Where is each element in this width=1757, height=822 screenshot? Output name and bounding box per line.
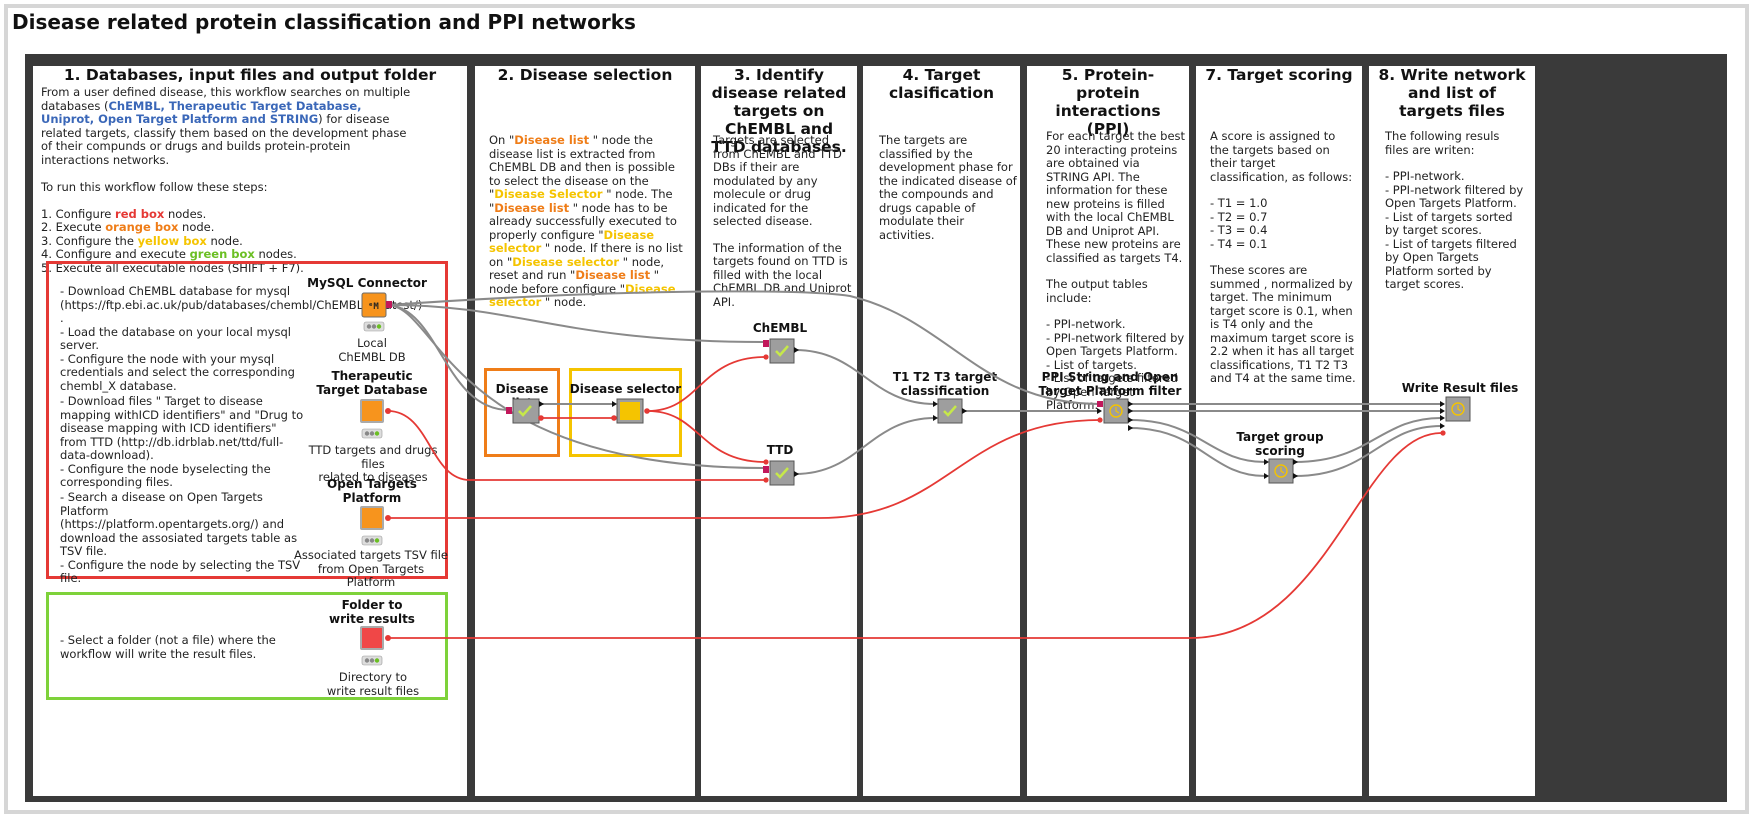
column-4-text: The targets are classified by the develo…: [879, 133, 1017, 242]
intro-text-2: ) for disease related targets, classify …: [41, 112, 407, 167]
column-7-p1: A score is assigned to the targets based…: [1210, 129, 1353, 184]
step-5: 5. Execute all executable nodes (SHIFT +…: [41, 260, 304, 275]
step-1: 1. Configure red box nodes.: [41, 206, 207, 221]
column-4-p1: The targets are classified by the develo…: [879, 133, 1017, 242]
column-3: 3. Identify disease related targets on C…: [701, 66, 857, 796]
column-8-heading: 8. Write network and list of targets fil…: [1378, 66, 1526, 120]
column-7-p3: These scores are summed , normalized by …: [1210, 263, 1356, 385]
step-2: 2. Execute orange box node.: [41, 220, 215, 234]
column-4: 4. Target clasification The targets are …: [863, 66, 1020, 796]
steps-intro: To run this workflow follow these steps:: [41, 180, 268, 194]
column-5: 5. Protein-protein interactions (PPI) Fo…: [1027, 66, 1189, 796]
ttd-node-label: TTD: [766, 443, 794, 457]
column-8-p1: The following resuls files are writen:: [1385, 129, 1500, 157]
column-3-p1: Targets are selected from ChEMBL and TTD…: [713, 133, 842, 228]
folder-desc: Directory to write result files: [326, 670, 420, 698]
column-2-text: On "Disease list " node the disease list…: [489, 133, 683, 309]
red-box-text-otp: - Search a disease on Open Targets Platf…: [60, 490, 301, 585]
disease-list-label: Disease list: [495, 382, 549, 410]
green-box-text: - Select a folder (not a file) where the…: [60, 633, 276, 661]
otp-reader-desc: Associated targets TSV file from Open Ta…: [294, 548, 448, 589]
step-3: 3. Configure the yellow box node.: [41, 233, 243, 248]
intro-text: From a user defined disease, this workfl…: [41, 85, 411, 113]
ttd-reader-label: Therapeutic Target Database: [316, 369, 428, 397]
column-5-p1: For each target the best 20 interacting …: [1046, 129, 1186, 265]
column-2-heading: 2. Disease selection: [497, 66, 673, 84]
red-box-text-chembl: - Download ChEMBL database for mysql (ht…: [60, 284, 423, 393]
ppi-node-label: PPI String and Open Target Platform filt…: [1038, 370, 1182, 398]
classification-node-label: T1 T2 T3 target classification: [892, 370, 998, 398]
intro-databases: ChEMBL, Therapeutic Target Database, Uni…: [41, 98, 362, 126]
column-7-text: A score is assigned to the targets based…: [1210, 129, 1356, 386]
mysql-connector-label: MySQL Connector: [307, 276, 427, 290]
column-3-p2: The information of the targets found on …: [713, 240, 852, 309]
column-4-heading: 4. Target clasification: [888, 66, 995, 102]
otp-reader-label: Open Targets Platform: [327, 477, 417, 505]
column-5-heading: 5. Protein-protein interactions (PPI): [1055, 66, 1161, 138]
column-5-p2: The output tables include:: [1046, 277, 1148, 305]
column-1-intro: From a user defined disease, this workfl…: [41, 85, 411, 275]
writer-node-label: Write Result files: [1401, 381, 1519, 395]
column-3-heading: 3. Identify disease related targets on C…: [711, 66, 847, 156]
workflow-title: Disease related protein classification a…: [12, 10, 636, 34]
column-8: 8. Write network and list of targets fil…: [1369, 66, 1535, 796]
column-5-p3: - PPI-network. - PPI-network filtered by…: [1046, 317, 1185, 412]
step-4: 4. Configure and execute green box nodes…: [41, 247, 297, 261]
column-8-text: The following resuls files are writen: -…: [1385, 129, 1525, 292]
column-8-p2: - PPI-network. - PPI-network filtered by…: [1385, 169, 1524, 291]
red-box-text-ttd: - Download files " Target to disease map…: [60, 394, 304, 489]
column-7-heading: 7. Target scoring: [1205, 66, 1353, 84]
disease-selector-label: Disease selector: [569, 382, 682, 396]
folder-label: Folder to write results: [329, 598, 415, 626]
green-config-box: [46, 592, 448, 700]
column-3-text: Targets are selected from ChEMBL and TTD…: [713, 133, 853, 309]
mysql-connector-desc: Local ChEMBL DB: [338, 336, 406, 364]
column-1-heading: 1. Databases, input files and output fol…: [63, 66, 437, 84]
scoring-node-label: Target group scoring: [1236, 430, 1324, 458]
chembl-node-label: ChEMBL: [752, 321, 808, 335]
column-7-p2: - T1 = 1.0 - T2 = 0.7 - T3 = 0.4 - T4 = …: [1210, 196, 1268, 251]
